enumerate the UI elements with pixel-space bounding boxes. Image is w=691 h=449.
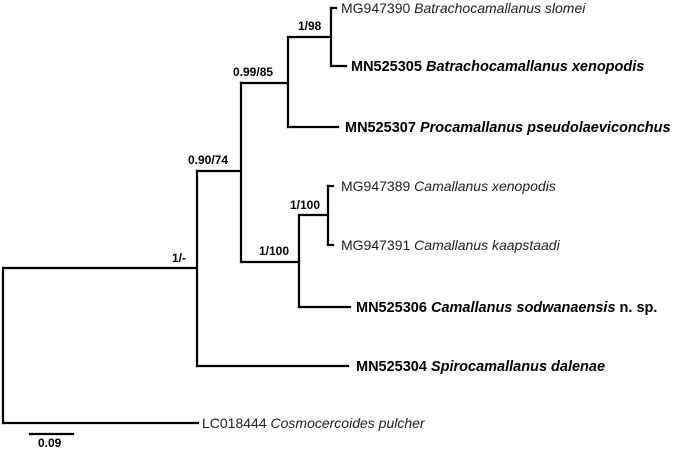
camallanus-clade-node: 1/100 <box>259 213 352 309</box>
support-main-clade: 0.90/74 <box>188 153 228 167</box>
taxon-label: MG947390 Batrachocamallanus slomei <box>341 0 586 16</box>
taxon-label: LC018444 Cosmocercoides pulcher <box>202 415 426 431</box>
support-batracho-clade: 1/98 <box>298 19 322 33</box>
support-upper-clade: 0.99/85 <box>233 65 273 79</box>
taxon-label: MN525306 Camallanus sodwanaensis n. sp. <box>356 300 657 316</box>
taxon-label: MN525304 Spirocamallanus dalenae <box>356 359 605 375</box>
scale-bar: 0.09 <box>28 432 75 449</box>
upper-clade-node: 1/98 <box>286 19 340 129</box>
taxon-label: MN525305 Batrachocamallanus xenopodis <box>351 59 644 75</box>
camallanus-pair-node: 1/100 <box>290 184 335 247</box>
taxon-label: MG947389 Camallanus xenopodis <box>341 178 556 194</box>
batracho-node <box>329 6 348 68</box>
root-node: 1/- <box>1 251 200 425</box>
support-camallanus-pair: 1/100 <box>290 198 320 212</box>
support-root: 1/- <box>172 251 186 265</box>
ingroup-node: 0.90/74 <box>188 153 350 368</box>
taxon-label: MN525307 Procamallanus pseudolaeviconchu… <box>345 120 671 136</box>
support-camallanus-clade: 1/100 <box>259 244 289 258</box>
main-clade-node: 0.99/85 <box>233 65 301 264</box>
scale-bar-label: 0.09 <box>38 436 62 449</box>
taxon-label: MG947391 Camallanus kaapstaadi <box>341 237 561 253</box>
